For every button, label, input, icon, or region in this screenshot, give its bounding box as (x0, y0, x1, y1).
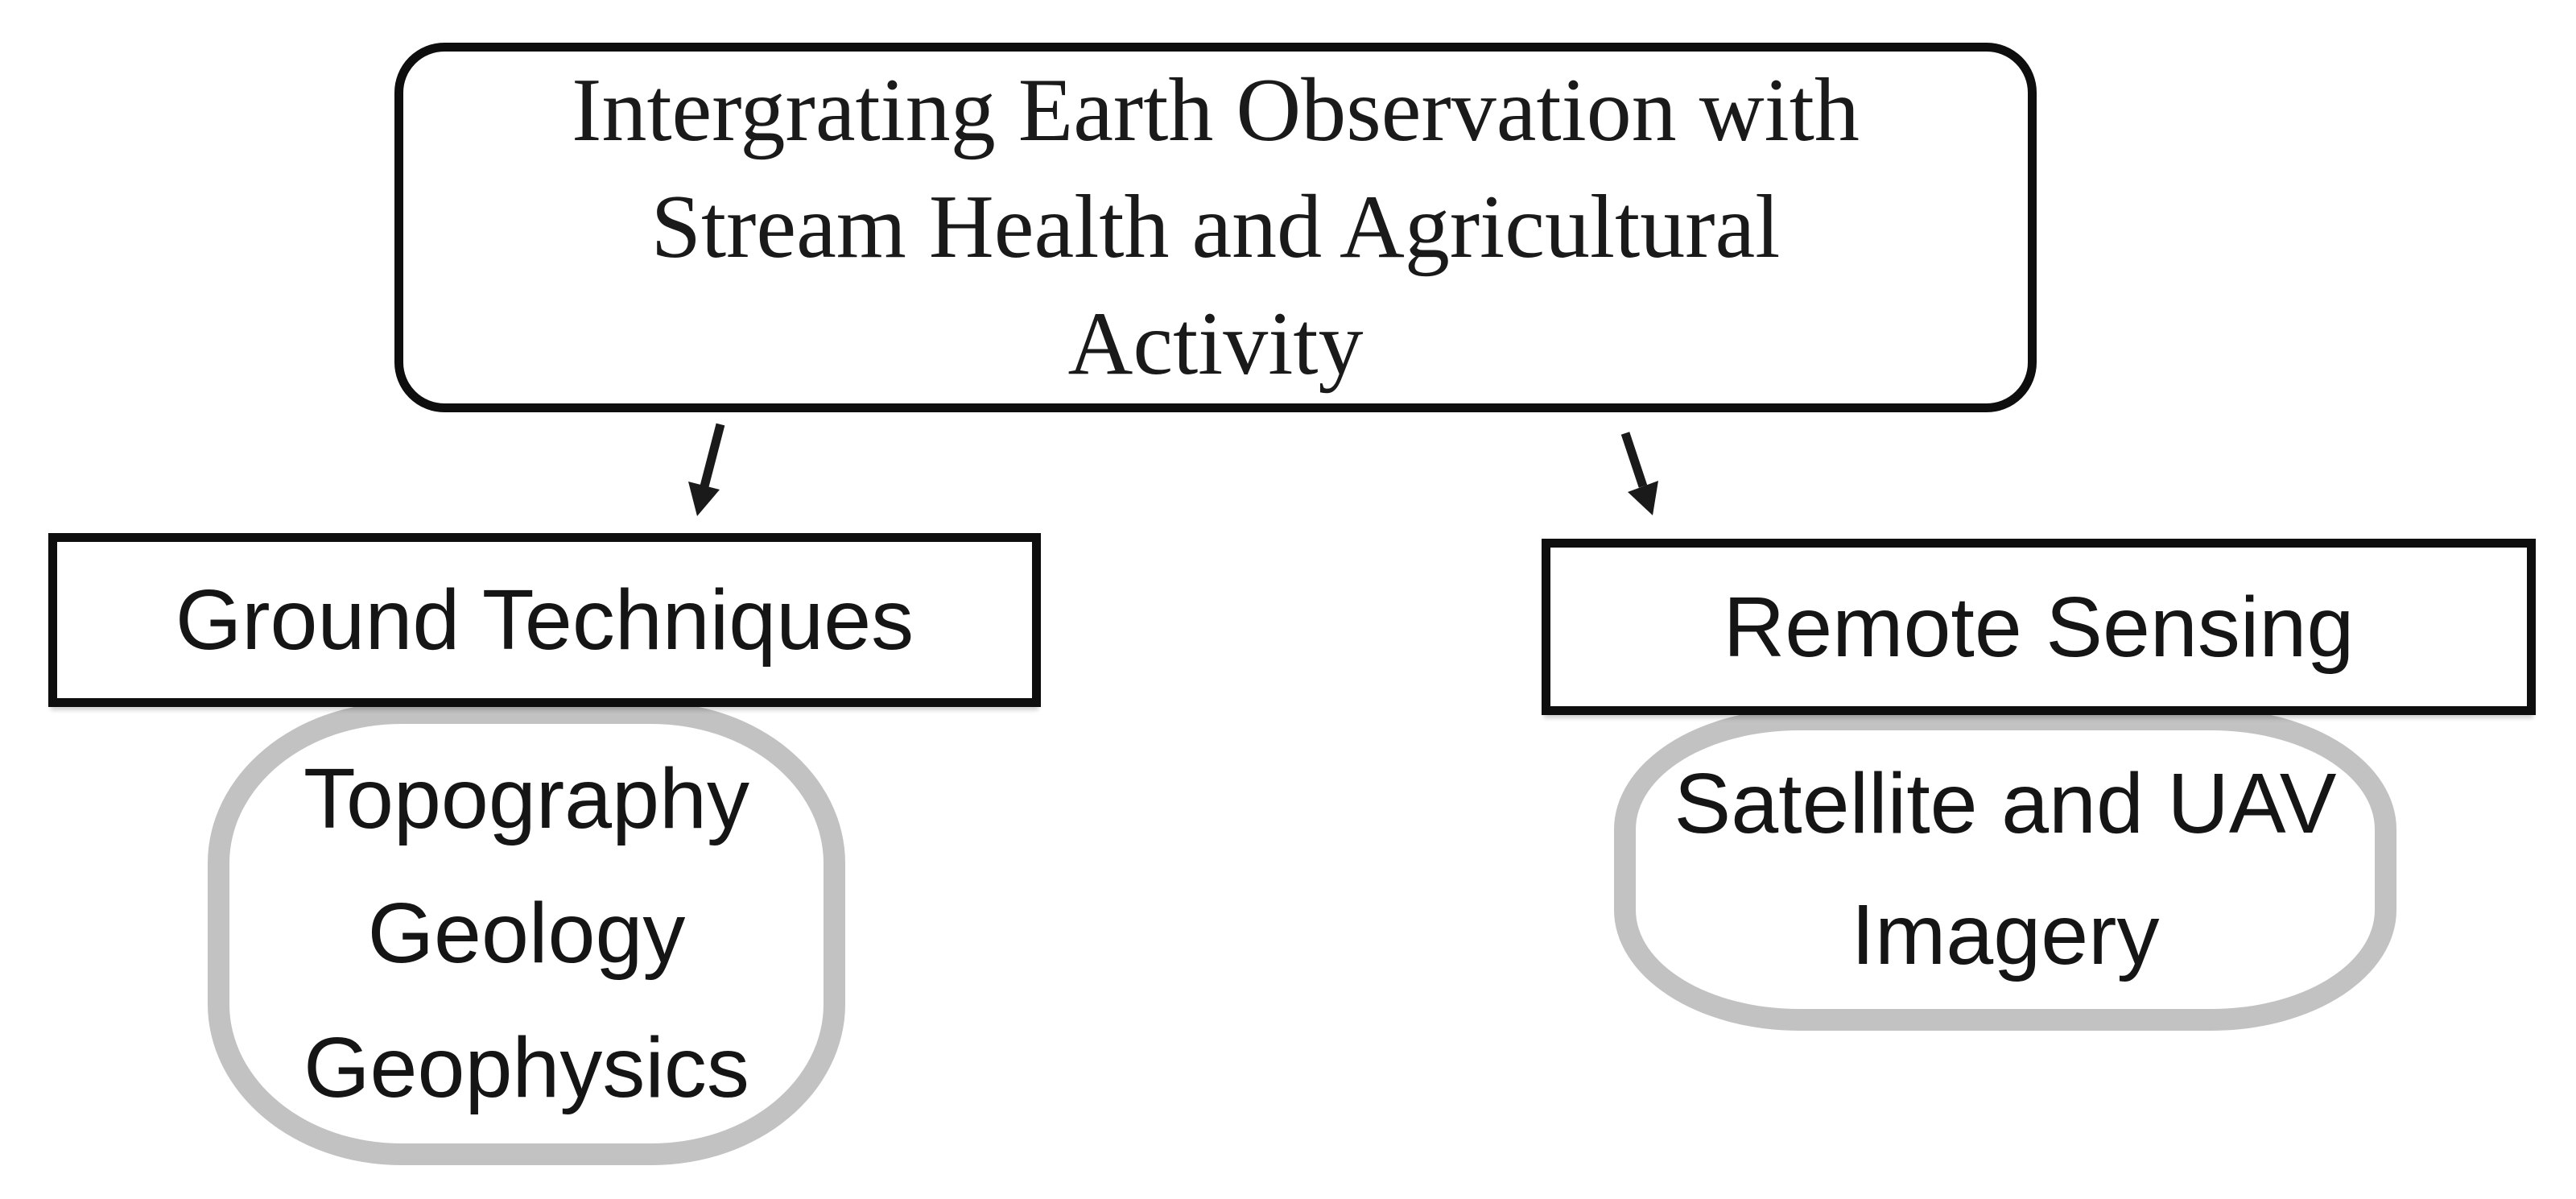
root-title-line-1: Intergrating Earth Observation with (572, 60, 1860, 160)
ground-method-topography: Topography (303, 751, 749, 846)
remote-method-line-1: Satellite and UAV (1674, 756, 2337, 851)
ground-method-geophysics: Geophysics (303, 1020, 749, 1115)
root-title-line-2: Stream Health and Agricultural (650, 177, 1781, 277)
remote-sensing-label: Remote Sensing (1723, 579, 2355, 675)
arrow-down-right-icon (1620, 432, 1658, 515)
ground-techniques-label: Ground Techniques (175, 573, 914, 668)
ground-method-geology: Geology (367, 886, 686, 981)
remote-methods-oval: Satellite and UAV Imagery (1614, 709, 2396, 1031)
arrow-down-left-icon (688, 423, 725, 516)
ground-techniques-box: Ground Techniques (48, 533, 1041, 707)
remote-method-line-2: Imagery (1851, 887, 2160, 982)
ground-methods-oval: Topography Geology Geophysics (208, 702, 845, 1165)
root-title-line-3: Activity (1067, 294, 1364, 394)
remote-sensing-box: Remote Sensing (1542, 539, 2536, 715)
root-node-box: Intergrating Earth Observation with Stre… (394, 43, 2037, 412)
